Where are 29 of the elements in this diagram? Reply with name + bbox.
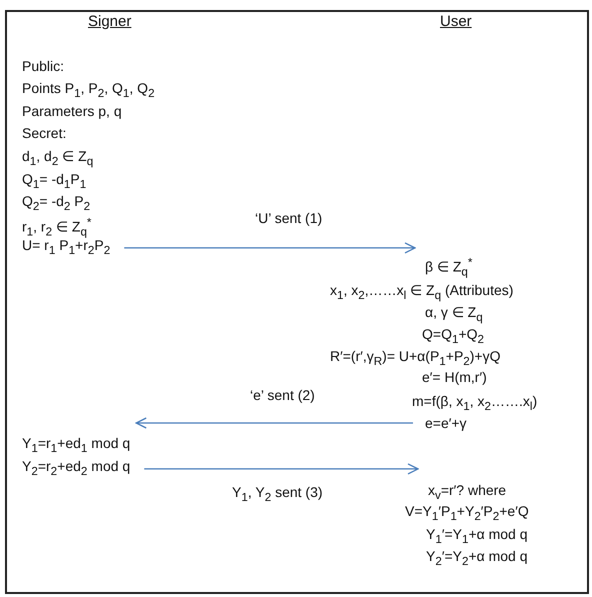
arrow: [136, 417, 413, 429]
formula-text: Q$_{2}$= -d$_{2}$ P$_{2}$: [22, 192, 90, 215]
formula-text: d$_{1}$, d$_{2}$ ∈ Z$_{q}$: [22, 147, 94, 170]
formula-text: α, γ ∈ Z$_{q}$: [425, 303, 483, 326]
formula-text: x$_{1}$, x$_{2}$,……x$_{l}$ ∈ Z$_{q}$ (Attributes): [330, 281, 514, 304]
formula-text: Parameters p, q: [22, 102, 122, 120]
formula-text: e′= H(m,r′): [422, 368, 487, 386]
formula-text: x$_{v}$=r′? where: [428, 481, 506, 505]
formula-text: Q$_{1}$= -d$_{1}$P$_{1}$: [22, 170, 86, 193]
message-label: Y$_{1}$, Y$_{2}$ sent (3): [232, 483, 323, 506]
formula-text: R′=(r′,γ$_{R}$)= U+α(P$_{1}$+P$_{2}$)+γQ: [330, 347, 500, 370]
formula-text: e=e′+γ: [425, 414, 467, 432]
formula-text: m=f(β, x$_{1}$, x$_{2}$…….x$_{l}$): [412, 392, 538, 415]
message-label: ‘e’ sent (2): [250, 386, 315, 404]
formula-text: Public:: [22, 57, 64, 75]
formula-text: Secret:: [22, 124, 66, 142]
formula-text: Points P$_{1}$, P$_{2}$, Q$_{1}$, Q$_{2}$: [22, 79, 155, 102]
formula-text: V=Y$_{1}$′P$_{1}$+Y$_{2}$′P$_{2}$+e′Q: [405, 502, 529, 525]
formula-text: Y$_{2}$=r$_{2}$+ed$_{2}$ mod q: [22, 457, 130, 481]
column-heading: Signer: [88, 13, 132, 31]
arrow: [124, 242, 416, 254]
formula-text: Q=Q$_{1}$+Q$_{2}$: [422, 325, 484, 348]
arrow: [144, 463, 419, 475]
formula-text: U= r$_{1}$ P$_{1}$+r$_{2}$P$_{2}$: [22, 236, 110, 260]
message-label: ‘U’ sent (1): [255, 209, 322, 227]
formula-text: Y$_{1}$=r$_{1}$+ed$_{1}$ mod q: [22, 434, 130, 458]
formula-text: Y$_{2}$′=Y$_{2}$+α mod q: [426, 547, 528, 570]
formula-text: Y$_{1}$′=Y$_{1}$+α mod q: [426, 525, 528, 548]
column-heading: User: [440, 13, 472, 31]
